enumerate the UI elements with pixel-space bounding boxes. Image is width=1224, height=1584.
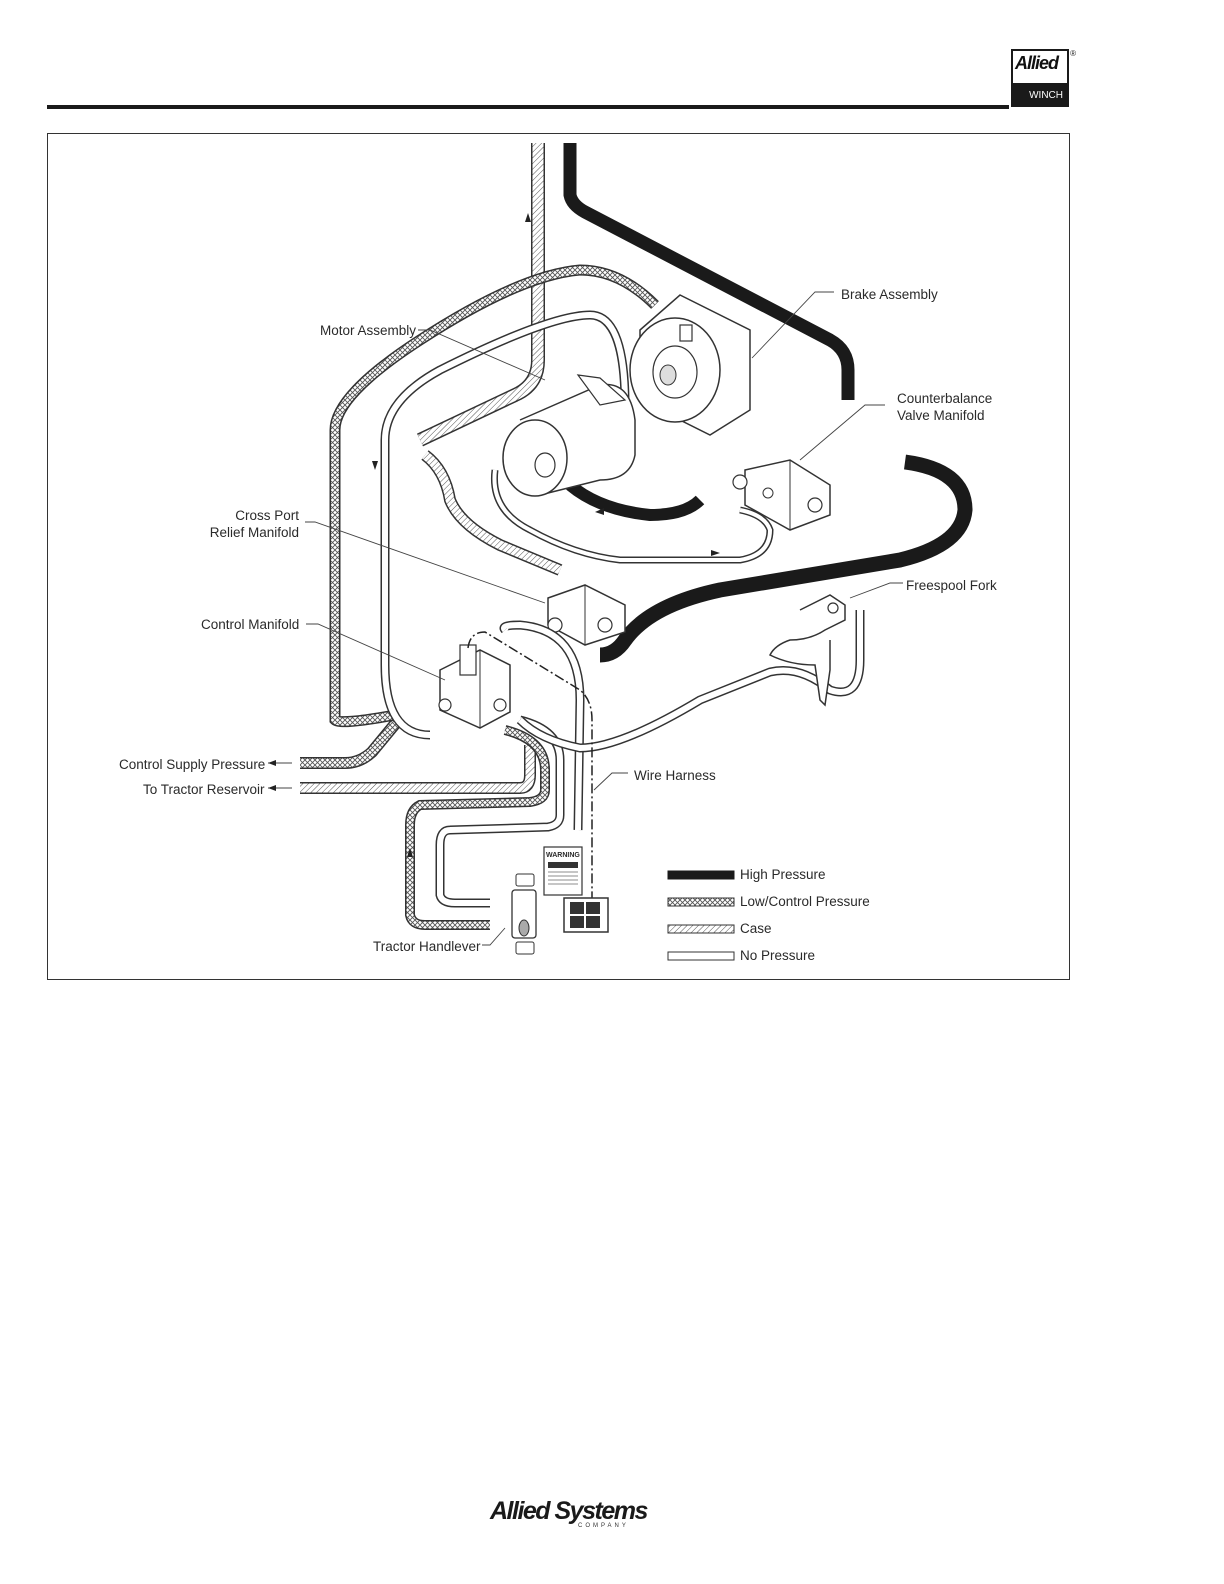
legend-swatch-no-pressure xyxy=(668,952,734,960)
label-to-tractor-reservoir: To Tractor Reservoir xyxy=(143,781,265,798)
allied-systems-logo: Allied Systems COMPANY xyxy=(490,1497,647,1526)
label-wire-harness: Wire Harness xyxy=(634,767,716,784)
label-control-manifold: Control Manifold xyxy=(201,616,299,633)
legend-label-no-pressure: No Pressure xyxy=(740,947,815,964)
brake-assembly xyxy=(630,295,750,435)
legend-swatch-high-pressure xyxy=(668,871,734,879)
label-counterbalance-line2: Valve Manifold xyxy=(897,407,985,424)
legend-label-low-pressure: Low/Control Pressure xyxy=(740,893,870,910)
label-freespool-fork: Freespool Fork xyxy=(906,577,997,594)
legend-label-high-pressure: High Pressure xyxy=(740,866,826,883)
legend-label-case: Case xyxy=(740,920,772,937)
switch-box xyxy=(564,898,608,932)
legend-swatches xyxy=(668,871,734,960)
counterbalance-valve-manifold xyxy=(733,460,830,530)
label-brake-assembly: Brake Assembly xyxy=(841,286,938,303)
label-cross-port-line1: Cross Port xyxy=(190,507,299,524)
tractor-handlever xyxy=(512,874,536,954)
label-control-supply-pressure: Control Supply Pressure xyxy=(119,756,265,773)
label-motor-assembly: Motor Assembly xyxy=(320,322,416,339)
legend-swatch-low-pressure xyxy=(668,898,734,906)
label-cross-port-line2: Relief Manifold xyxy=(190,524,299,541)
label-warning-decal: WARNING xyxy=(546,852,580,860)
legend-swatch-case xyxy=(668,925,734,933)
control-manifold xyxy=(439,645,510,728)
footer-logo-sub: COMPANY xyxy=(578,1523,629,1529)
label-tractor-handlever: Tractor Handlever xyxy=(373,938,481,955)
motor-high-pressure-hose xyxy=(570,485,700,515)
footer-logo-main: Allied Systems xyxy=(490,1497,647,1526)
label-counterbalance-line1: Counterbalance xyxy=(897,390,992,407)
